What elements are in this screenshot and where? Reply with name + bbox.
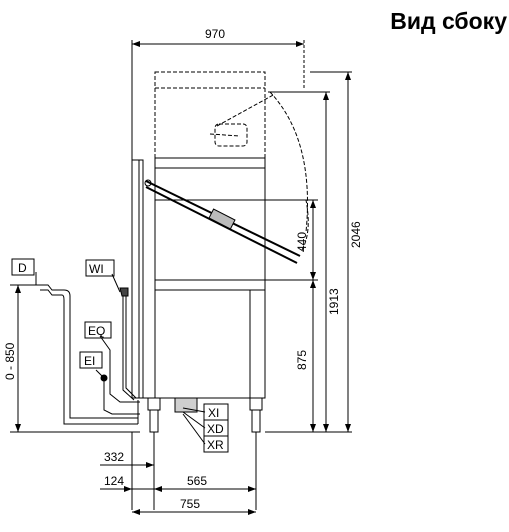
label-xr: XR	[207, 438, 224, 452]
dim-drain-text: 0 - 850	[3, 342, 17, 380]
electric-inlet-line	[95, 369, 140, 415]
open-lid-arm	[144, 179, 309, 264]
drain-pipe	[35, 272, 139, 425]
label-box-ei	[79, 351, 103, 369]
dimension-875	[310, 280, 316, 432]
dim-332-text: 332	[104, 450, 124, 464]
dim-124-text: 124	[104, 474, 124, 488]
machine-body	[131, 157, 266, 399]
dimension-970	[131, 40, 305, 160]
label-box-d	[11, 258, 35, 276]
dim-970-text: 970	[205, 27, 225, 41]
label-xd: XD	[207, 422, 224, 436]
drain-height-dimension	[10, 284, 140, 433]
label-xi: XI	[208, 406, 219, 420]
label-d: D	[18, 261, 27, 275]
dim-1913-text: 1913	[327, 288, 341, 315]
dim-565-text: 565	[187, 474, 207, 488]
dim-875-text: 875	[295, 350, 309, 370]
dim-755-text: 755	[180, 497, 200, 511]
water-inlet-line	[111, 273, 137, 401]
equipotential-line	[99, 335, 140, 403]
label-box-wi	[85, 259, 115, 277]
label-eq: EQ	[88, 324, 105, 338]
machine-legs	[147, 397, 263, 433]
drawing-title: Вид сбоку	[390, 8, 507, 34]
dim-440-text: 440	[295, 232, 309, 252]
raised-hood-outline	[154, 71, 308, 233]
bottom-dimensions	[100, 432, 257, 515]
label-wi: WI	[89, 262, 104, 276]
dimension-1913	[268, 91, 330, 432]
dimension-440	[265, 199, 318, 281]
label-box-xr	[203, 435, 229, 453]
dim-2046-text: 2046	[349, 221, 363, 248]
dimension-2046	[265, 71, 352, 433]
xi-xd-xr-connectors	[182, 407, 206, 445]
label-box-eq	[84, 321, 112, 339]
label-ei: EI	[84, 354, 95, 368]
